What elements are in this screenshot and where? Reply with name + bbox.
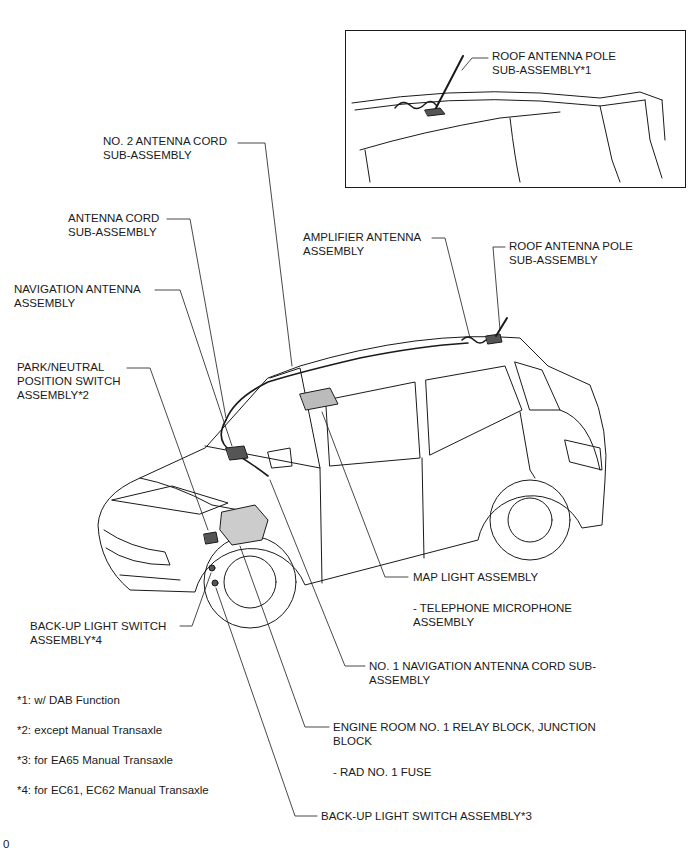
footnote: *4: for EC61, EC62 Manual Transaxle (17, 783, 317, 797)
part-label: ANTENNA CORD SUB-ASSEMBLY (68, 211, 188, 239)
part-label: MAP LIGHT ASSEMBLY (413, 570, 633, 584)
part-label: - RAD NO. 1 FUSE (333, 765, 533, 779)
inset-frame: ROOF ANTENNA POLE SUB-ASSEMBLY*1 (345, 30, 686, 188)
parts (204, 318, 507, 586)
part-label: ROOF ANTENNA POLE SUB-ASSEMBLY (509, 239, 659, 267)
part-label: BACK-UP LIGHT SWITCH ASSEMBLY*3 (321, 809, 651, 823)
footnote: *1: w/ DAB Function (17, 693, 317, 707)
part-label: AMPLIFIER ANTENNA ASSEMBLY (303, 230, 438, 258)
part-label: - TELEPHONE MICROPHONE ASSEMBLY (413, 601, 593, 629)
part-label: NO. 1 NAVIGATION ANTENNA CORD SUB-ASSEMB… (369, 659, 619, 687)
part-label: ENGINE ROOM NO. 1 RELAY BLOCK, JUNCTION … (333, 720, 623, 748)
part-label: BACK-UP LIGHT SWITCH ASSEMBLY*4 (30, 619, 190, 647)
footnote: *2: except Manual Transaxle (17, 723, 317, 737)
car-body (98, 337, 606, 628)
part-label: PARK/NEUTRAL POSITION SWITCH ASSEMBLY*2 (17, 360, 139, 402)
leader-lines (127, 143, 505, 816)
part-label: ROOF ANTENNA POLE SUB-ASSEMBLY*1 (492, 49, 642, 77)
part-label: NO. 2 ANTENNA CORD SUB-ASSEMBLY (103, 134, 248, 162)
figure-number: 0 (3, 837, 23, 851)
part-label: NAVIGATION ANTENNA ASSEMBLY (14, 282, 164, 310)
footnote: *3: for EA65 Manual Transaxle (17, 753, 317, 767)
